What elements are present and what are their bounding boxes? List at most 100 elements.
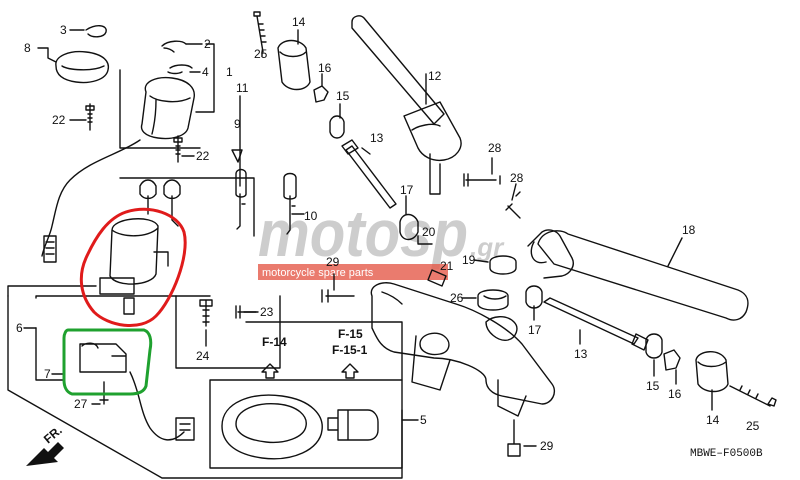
part-label: 11 [236,81,249,95]
connector-left [43,235,57,263]
part-label: 25 [746,419,760,433]
grommet-15-top [329,115,345,139]
handlebar-18-clamp [527,229,574,279]
collar-17-low [525,285,543,309]
shaft-13-low [543,297,649,351]
handlebar-12-grip [351,15,445,125]
part-label: 13 [574,347,588,361]
part-label: 28 [510,171,524,185]
collar-16-top [313,85,329,103]
lock-cylinder-8 [55,50,110,84]
ref-f15: F-15 [338,327,363,341]
shaft-13-top [341,139,397,209]
highlight-seat-lock [62,328,153,396]
part-label: 1 [226,65,233,79]
part-label: 28 [488,141,502,155]
leader-28-b [511,183,517,201]
box-top [245,321,403,381]
part-label: 3 [60,23,67,37]
part-label: 16 [318,61,332,75]
clip-2 [161,40,187,53]
bolt-24 [199,299,213,327]
arrow-f15 [341,363,359,379]
part-label: 12 [428,69,442,83]
bolt-28-b [505,191,521,219]
part-label: 17 [528,323,542,337]
key-tag-9 [231,149,243,163]
bolt-22-mid [173,135,183,163]
bolt-25-low [729,385,777,407]
part-label: 15 [336,89,350,103]
part-label: 6 [16,321,23,335]
part-label: 19 [462,253,476,267]
part-label: 2 [204,37,211,51]
triple-clamp [370,282,556,405]
part-label: 29 [326,255,340,269]
leader-19 [473,259,489,263]
front-direction-indicator: FR. [26,423,65,466]
switch-body-1 [140,76,195,140]
part-label: 4 [202,65,209,79]
weight-14-low [695,351,729,393]
part-label: 16 [668,387,682,401]
part-label: 29 [540,439,554,453]
bracket-1 [195,43,215,113]
part-label: 18 [682,223,696,237]
part-label: 7 [44,367,51,381]
ref-f15-1: F-15-1 [332,343,368,357]
part-label: 25 [254,47,268,61]
bolt-29-left [321,289,355,303]
bracket-20 [417,235,433,245]
box-fuel-cap [209,379,403,469]
nut-26 [477,289,509,311]
watermark: motosp .gr motorcycle spare parts [258,196,505,280]
frame-box [175,295,281,369]
part-label: 5 [420,413,427,427]
key-10 [283,172,297,235]
clip-4 [167,64,193,75]
frame-6 [35,295,211,299]
part-label: 13 [370,131,384,145]
watermark-tagline: motorcycle spare parts [262,267,374,279]
bolt-28-a [463,173,501,187]
handlebar-12-clamp [403,101,462,195]
grommet-15-low [645,333,663,359]
part-label: 17 [400,183,414,197]
fuel-cap-lock [327,409,379,441]
washer-19 [489,255,517,275]
ignition-switch-body [99,218,169,315]
front-arrow-icon [26,442,64,466]
seat-lock-wire [129,371,185,441]
ref-f14: F-14 [262,335,287,349]
part-label: 9 [234,117,241,131]
part-labels: 3 8 22 2 4 1 11 9 22 10 25 14 16 15 12 1… [16,15,760,453]
bracket-8 [37,47,57,63]
part-label: 21 [440,259,454,273]
part-label: 22 [196,149,210,163]
keys-on-switch [139,179,181,227]
connector-bottom [175,417,195,441]
part-label: 27 [74,397,88,411]
part-label: 14 [706,413,720,427]
part-label: 22 [52,113,66,127]
fuel-cap [221,394,323,460]
collar-17-top [399,213,419,241]
leader-13-top [361,147,371,155]
part-label: 15 [646,379,660,393]
triple-clamp-stem [411,335,527,417]
leader-18 [667,237,683,267]
bracket-21 [427,269,447,287]
bolt-22-top [85,103,95,131]
diagram-code: MBWE–F0500B [690,448,763,460]
collar-16-low [663,349,681,371]
snap-ring-3 [85,25,107,38]
frame-7 [35,327,65,381]
watermark-logo-suffix: .gr [470,232,505,262]
part-label: 24 [196,349,210,363]
highlight-ignition-switch [79,207,187,328]
frame-bottom [7,295,403,479]
part-label: 26 [450,291,464,305]
part-label: 23 [260,305,274,319]
seat-lock-body [79,342,127,373]
